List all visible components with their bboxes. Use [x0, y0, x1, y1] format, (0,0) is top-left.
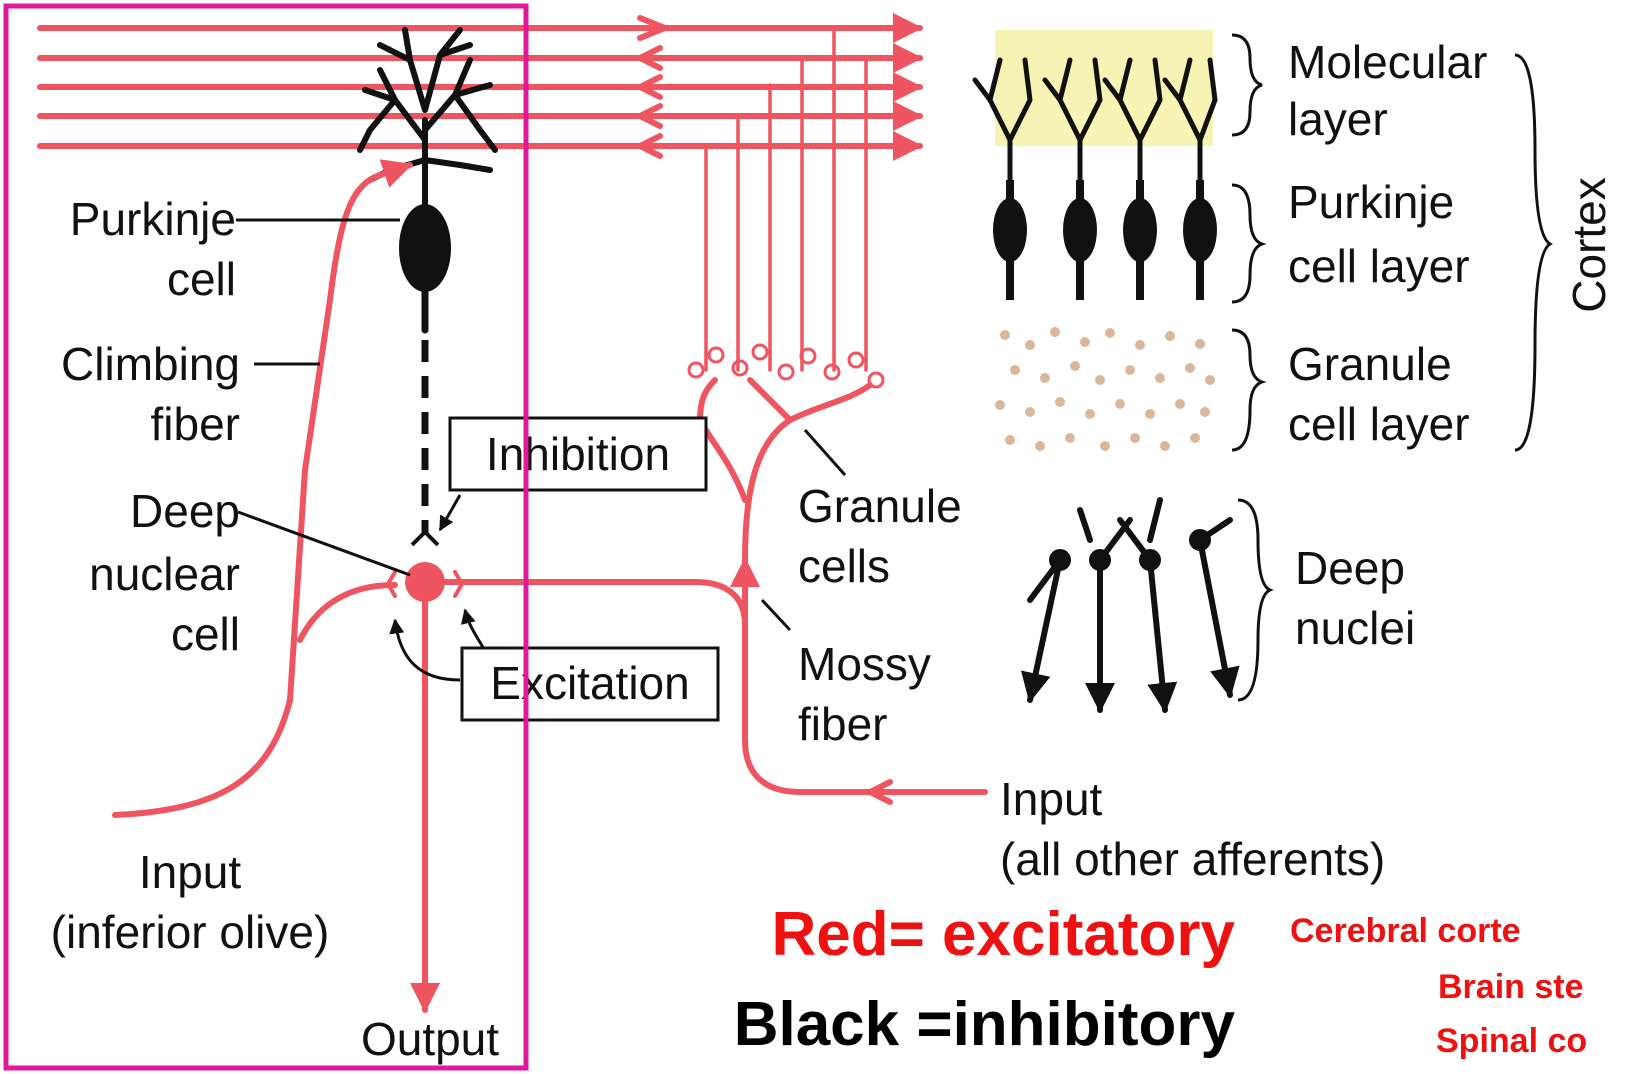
svg-text:nuclei: nuclei — [1295, 602, 1415, 654]
granule-layer-label: Granule cell layer — [1288, 338, 1470, 450]
svg-text:cells: cells — [798, 540, 890, 592]
purkinje-soma — [399, 204, 451, 292]
deep-nuclear-cell-label: Deep nuclear cell — [89, 485, 240, 660]
svg-text:cell layer: cell layer — [1288, 398, 1470, 450]
svg-text:fiber: fiber — [151, 398, 240, 450]
target-brain-stem: Brain ste — [1438, 968, 1584, 1006]
purkinje-layer-label: Purkinje cell layer — [1288, 176, 1470, 292]
cortex-label: Cortex — [1563, 177, 1615, 312]
svg-text:cell: cell — [171, 608, 240, 660]
svg-text:Purkinje: Purkinje — [70, 193, 236, 245]
molecular-layer-label: Molecular layer — [1288, 36, 1487, 145]
svg-text:Granule: Granule — [1288, 338, 1452, 390]
svg-text:Input: Input — [1000, 773, 1103, 825]
output-label: Output — [361, 1013, 499, 1065]
svg-text:cell layer: cell layer — [1288, 240, 1470, 292]
target-cerebral-cortex: Cerebral corte — [1290, 912, 1521, 950]
svg-text:fiber: fiber — [798, 698, 887, 750]
svg-text:Deep: Deep — [1295, 542, 1405, 594]
granule-cells-label: Granule cells — [798, 480, 962, 592]
svg-text:Input: Input — [139, 846, 242, 898]
climbing-fiber-label: Climbing fiber — [61, 338, 240, 450]
purkinje-cell-label: Purkinje cell — [70, 193, 236, 305]
input-olive-label: Input (inferior olive) — [51, 846, 330, 958]
legend-excitatory: Red= excitatory — [772, 900, 1236, 969]
svg-text:layer: layer — [1288, 93, 1388, 145]
svg-text:(all other afferents): (all other afferents) — [1000, 833, 1385, 885]
excitation-label: Excitation — [490, 657, 689, 709]
inhibition-box: Inhibition — [450, 418, 706, 490]
svg-text:cell: cell — [167, 253, 236, 305]
svg-text:Purkinje: Purkinje — [1288, 176, 1454, 228]
deep-nuclei-schematic — [1030, 500, 1230, 710]
legend-inhibitory: Black =inhibitory — [734, 990, 1236, 1059]
svg-text:Granule: Granule — [798, 480, 962, 532]
input-afferents-label: Input (all other afferents) — [1000, 773, 1385, 885]
svg-text:(inferior olive): (inferior olive) — [51, 906, 330, 958]
granule-cell-layer-dots — [995, 327, 1215, 451]
svg-text:Deep: Deep — [130, 485, 240, 537]
excitation-box: Excitation — [462, 648, 718, 720]
granule-axons — [706, 28, 866, 370]
deep-nuclear-cell — [405, 562, 445, 602]
svg-text:Climbing: Climbing — [61, 338, 240, 390]
svg-text:nuclear: nuclear — [89, 548, 240, 600]
mossy-fiber-label: Mossy fiber — [798, 638, 931, 750]
svg-text:Mossy: Mossy — [798, 638, 931, 690]
inhibition-label: Inhibition — [486, 428, 670, 480]
purkinje-cell-layer — [993, 180, 1217, 300]
deep-nuclei-label: Deep nuclei — [1295, 542, 1415, 654]
target-spinal-cord: Spinal co — [1436, 1022, 1587, 1060]
svg-text:Molecular: Molecular — [1288, 36, 1487, 88]
